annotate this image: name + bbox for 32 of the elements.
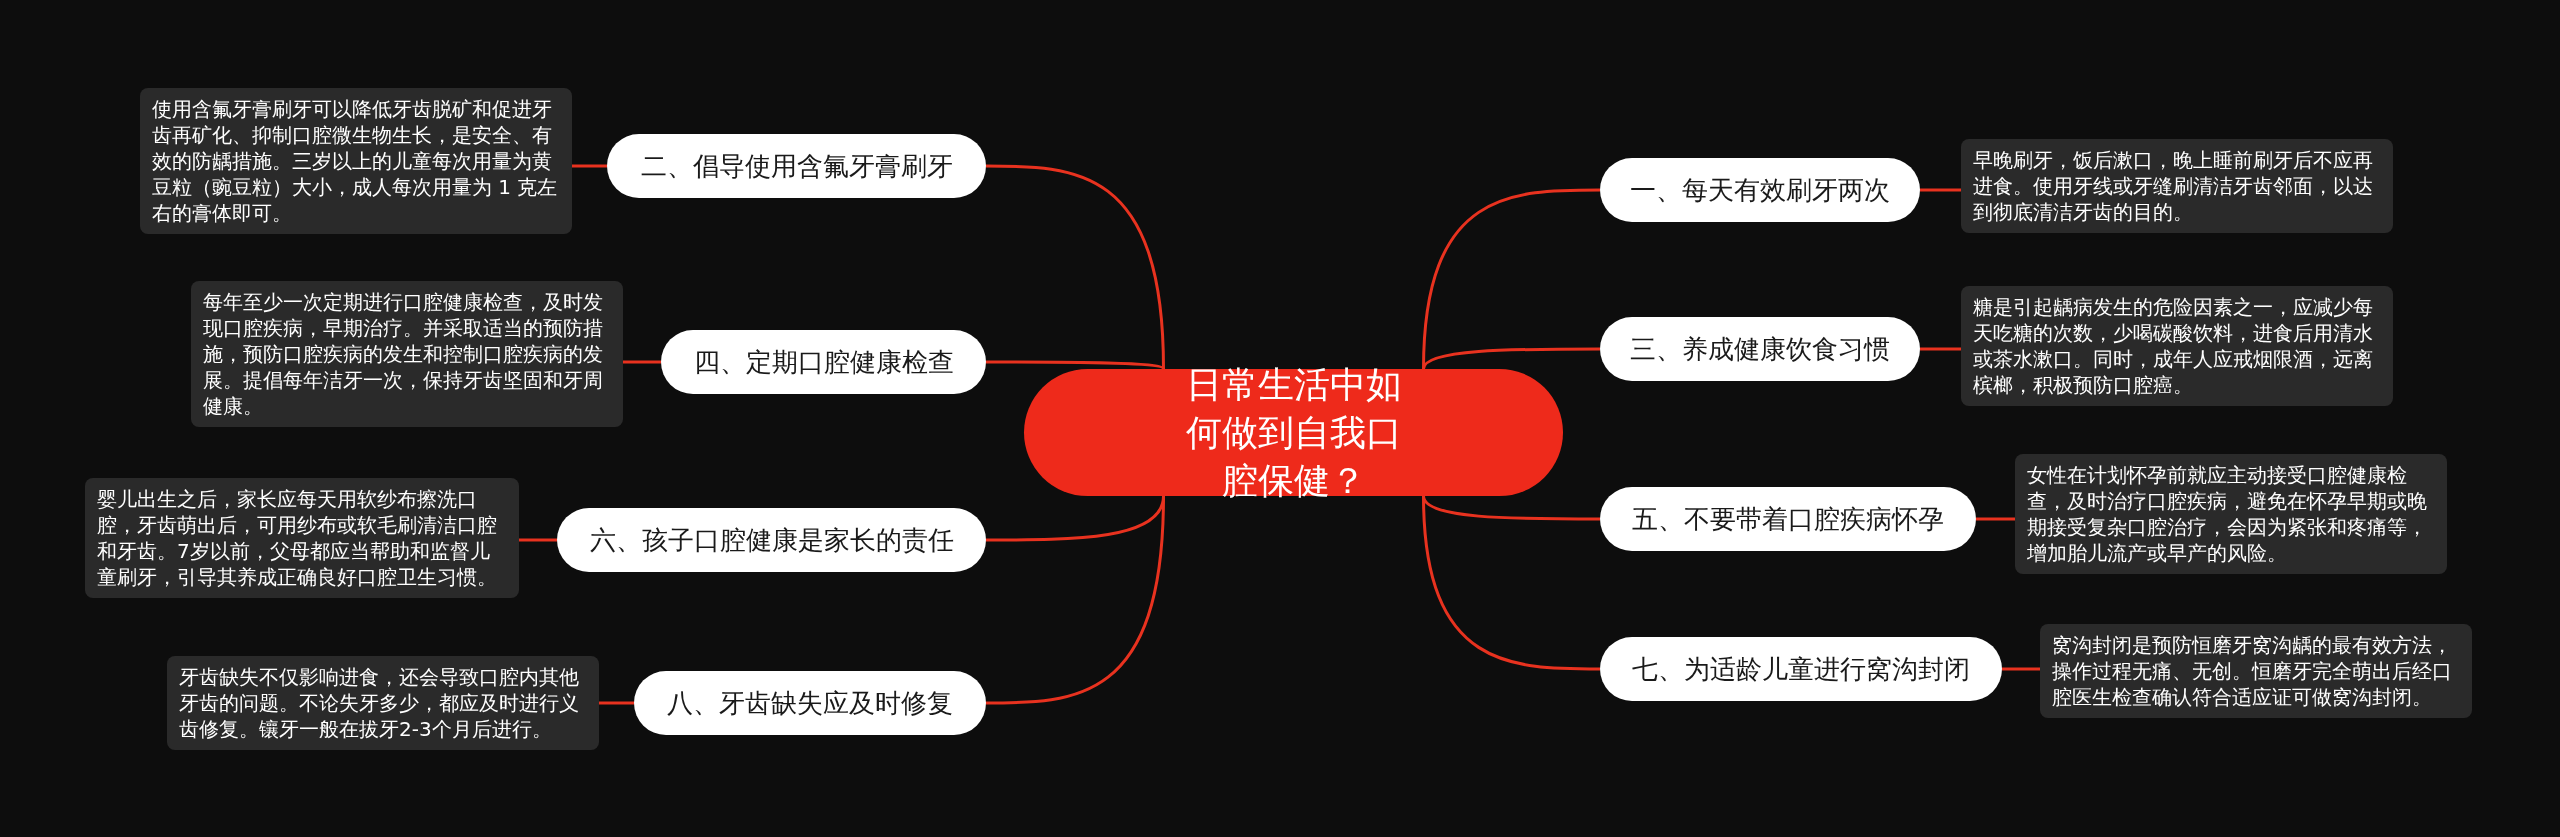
note-card: 早晚刷牙，饭后漱口，晚上睡前刷牙后不应再进食。使用牙线或牙缝刷清洁牙齿邻面，以达到彻底清洁牙齿的目的。 [1961,139,2393,233]
connector-line [986,164,1165,370]
topic-pill: 一、每天有效刷牙两次 [1600,158,1920,222]
connector-line [1422,495,1600,671]
note-card: 窝沟封闭是预防恒磨牙窝沟龋的最有效方法，操作过程无痛、无创。恒磨牙完全萌出后经口腔医生检查确认符合适应证可做窝沟封闭。 [2040,624,2472,718]
topic-pill: 四、定期口腔健康检查 [661,330,986,394]
topic-pill: 六、孩子口腔健康是家长的责任 [557,508,986,572]
note-card: 婴儿出生之后，家长应每天用软纱布擦洗口腔，牙齿萌出后，可用纱布或软毛刷清洁口腔和牙齿。7岁以前，父母都应当帮助和监督儿童刷牙，引导其养成正确良好口腔卫生习惯。 [85,478,519,598]
connector-line [986,360,1165,371]
note-card: 牙齿缺失不仅影响进食，还会导致口腔内其他牙齿的问题。不论失牙多少，都应及时进行义齿修复。镶牙一般在拔牙2-3个月后进行。 [167,656,599,750]
note-card: 糖是引起龋病发生的危险因素之一，应减少每天吃糖的次数，少喝碳酸饮料，进食后用清水或茶水漱口。同时，成年人应戒烟限酒，远离槟榔，积极预防口腔癌。 [1961,286,2393,406]
connector-line [1422,188,1600,370]
connector-line [572,164,607,168]
connector-line [1422,347,1600,370]
note-card: 女性在计划怀孕前就应主动接受口腔健康检查，及时治疗口腔疾病，避免在怀孕早期或晚期接受复杂口腔治疗，会因为紧张和疼痛等，增加胎儿流产或早产的风险。 [2015,454,2447,574]
connector-line [1976,517,2015,521]
topic-pill: 二、倡导使用含氟牙膏刷牙 [607,134,986,198]
connector-line [519,538,557,542]
note-card: 使用含氟牙膏刷牙可以降低牙齿脱矿和促进牙齿再矿化、抑制口腔微生物生长，是安全、有效的防龋措施。三岁以上的儿童每次用量为黄豆粒（豌豆粒）大小，成人每次用量为 1 克左右的膏体即可。 [140,88,572,234]
connector-line [2002,667,2040,671]
connector-line [986,495,1165,705]
connector-line [1422,495,1600,521]
connector-line [1920,347,1961,351]
topic-pill: 八、牙齿缺失应及时修复 [634,671,986,735]
connector-line [623,360,661,364]
topic-pill: 三、养成健康饮食习惯 [1600,317,1920,381]
topic-pill: 七、为适龄儿童进行窝沟封闭 [1600,637,2002,701]
central-topic: 日常生活中如何做到自我口腔保健？ [1024,369,1563,496]
connector-line [599,701,634,705]
topic-pill: 五、不要带着口腔疾病怀孕 [1600,487,1976,551]
connector-line [1920,188,1961,192]
note-card: 每年至少一次定期进行口腔健康检查，及时发现口腔疾病，早期治疗。并采取适当的预防措施，预防口腔疾病的发生和控制口腔疾病的发展。提倡每年洁牙一次，保持牙齿坚固和牙周健康。 [191,281,623,427]
